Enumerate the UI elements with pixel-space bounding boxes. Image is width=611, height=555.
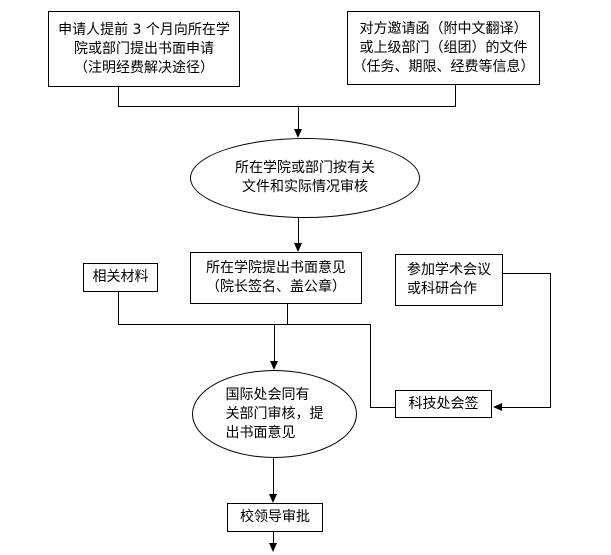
international-office-text: 国际处会同有 关部门审核，提 出书面意见 xyxy=(225,386,324,441)
connector-merge-to-ellipse2 xyxy=(274,324,275,361)
leader-approval-box: 校领导审批 xyxy=(227,503,323,532)
connector-top-merge xyxy=(118,106,456,107)
conference-cooperation-box: 参加学术会议 或科研合作 xyxy=(395,254,503,306)
connector-ellipse1-to-opinion xyxy=(298,218,299,243)
connector-mid-merge xyxy=(118,324,371,325)
connector-conference-out xyxy=(503,273,551,274)
college-opinion-text: 所在学院提出书面意见 （院长签名、盖公章） xyxy=(206,260,346,295)
connector-merge-to-ellipse1 xyxy=(298,106,299,129)
arrowhead-into-leader-box xyxy=(269,494,277,503)
conference-cooperation-text: 参加学术会议 或科研合作 xyxy=(407,262,491,297)
college-review-ellipse: 所在学院或部门按有关 文件和实际情况审核 xyxy=(190,138,420,218)
international-office-ellipse: 国际处会同有 关部门审核，提 出书面意见 xyxy=(192,370,357,458)
leader-approval-text: 校领导审批 xyxy=(240,509,310,525)
arrowhead-offpage-below xyxy=(269,543,277,552)
college-review-text: 所在学院或部门按有关 文件和实际情况审核 xyxy=(235,160,375,195)
applicant-request-text: 申请人提前 3 个月向所在学 院或部门提出书面申请 （注明经费解决途径） xyxy=(58,21,230,76)
tech-office-countersign-text: 科技处会签 xyxy=(408,395,479,412)
tech-office-countersign-box: 科技处会签 xyxy=(395,390,492,418)
related-materials-text: 相关材料 xyxy=(92,269,149,285)
connector-into-tech xyxy=(502,407,551,408)
connector-materials-down xyxy=(118,292,119,325)
arrowhead-into-tech-box xyxy=(493,403,502,411)
arrowhead-into-opinion-box xyxy=(294,243,302,252)
connector-invitation-down xyxy=(455,85,456,106)
invitation-letter-box: 对方邀请函（附中文翻译） 或上级部门（组团）的文件 （任务、期限、经费等信息） xyxy=(347,11,540,85)
connector-opinion-down xyxy=(287,304,288,325)
college-opinion-box: 所在学院提出书面意见 （院长签名、盖公章） xyxy=(190,252,362,304)
invitation-letter-text: 对方邀请函（附中文翻译） 或上级部门（组团）的文件 （任务、期限、经费等信息） xyxy=(352,20,535,75)
applicant-request-box: 申请人提前 3 个月向所在学 院或部门提出书面申请 （注明经费解决途径） xyxy=(48,11,240,87)
arrowhead-into-intl-ellipse xyxy=(270,361,278,370)
connector-tech-branch-horizontal xyxy=(370,407,395,408)
connector-leader-down xyxy=(273,532,274,543)
connector-tech-branch-vertical xyxy=(370,324,371,408)
connector-applicant-down xyxy=(118,87,119,106)
related-materials-box: 相关材料 xyxy=(83,263,158,292)
arrowhead-into-college-ellipse xyxy=(294,129,302,138)
connector-ellipse2-to-leader xyxy=(273,458,274,494)
connector-conference-down xyxy=(550,273,551,408)
